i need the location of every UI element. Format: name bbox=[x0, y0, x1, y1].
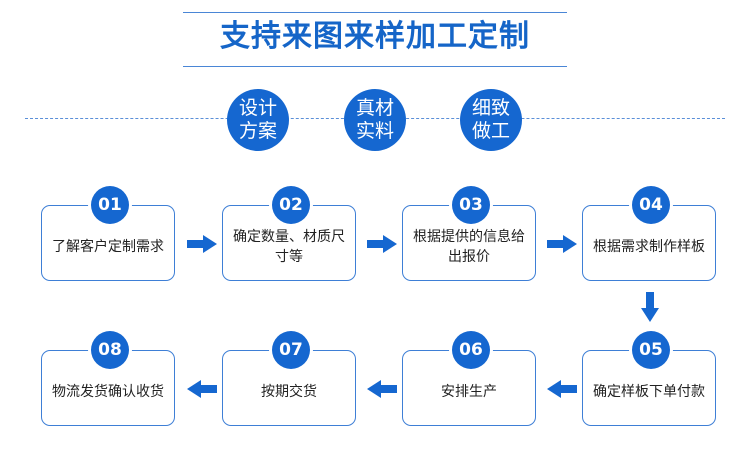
arrow-right-icon bbox=[187, 235, 217, 253]
step-box-02: 确定数量、材质尺寸等 bbox=[222, 205, 356, 281]
step-number-badge: 05 bbox=[632, 331, 670, 369]
feature-design-plan: 设计 方案 bbox=[227, 89, 289, 151]
feature-fine-work: 细致 做工 bbox=[460, 89, 522, 151]
step-number-badge: 06 bbox=[452, 331, 490, 369]
step-label: 按期交货 bbox=[261, 384, 317, 400]
arrow-down-icon bbox=[641, 292, 659, 322]
feature-line: 方案 bbox=[238, 120, 277, 142]
arrow-right-icon bbox=[367, 235, 397, 253]
step-label: 确定样板下单付款 bbox=[593, 384, 705, 400]
step-number-badge: 02 bbox=[272, 186, 310, 224]
step-number-badge: 03 bbox=[452, 186, 490, 224]
arrow-left-icon bbox=[547, 380, 577, 398]
feature-line: 设计 bbox=[238, 97, 277, 119]
step-label: 根据提供的信息给出报价 bbox=[413, 229, 525, 265]
title-bottom-rule bbox=[183, 66, 567, 67]
arrow-left-icon bbox=[187, 380, 217, 398]
step-label: 物流发货确认收货 bbox=[52, 384, 164, 400]
step-label: 安排生产 bbox=[441, 384, 497, 400]
step-number-badge: 01 bbox=[91, 186, 129, 224]
step-box-01: 了解客户定制需求 bbox=[41, 205, 175, 281]
arrow-left-icon bbox=[367, 380, 397, 398]
step-label: 根据需求制作样板 bbox=[593, 239, 705, 255]
step-number-badge: 07 bbox=[272, 331, 310, 369]
step-box-03: 根据提供的信息给出报价 bbox=[402, 205, 536, 281]
feature-line: 实料 bbox=[355, 120, 394, 142]
title-top-rule bbox=[183, 12, 567, 13]
feature-line: 真材 bbox=[355, 97, 394, 119]
step-label: 确定数量、材质尺寸等 bbox=[233, 229, 345, 265]
arrow-right-icon bbox=[547, 235, 577, 253]
step-number-badge: 04 bbox=[632, 186, 670, 224]
step-label: 了解客户定制需求 bbox=[52, 239, 164, 255]
feature-line: 做工 bbox=[471, 120, 510, 142]
step-number-badge: 08 bbox=[91, 331, 129, 369]
feature-real-material: 真材 实料 bbox=[344, 89, 406, 151]
page-title: 支持来图来样加工定制 bbox=[220, 19, 530, 54]
feature-line: 细致 bbox=[471, 97, 510, 119]
